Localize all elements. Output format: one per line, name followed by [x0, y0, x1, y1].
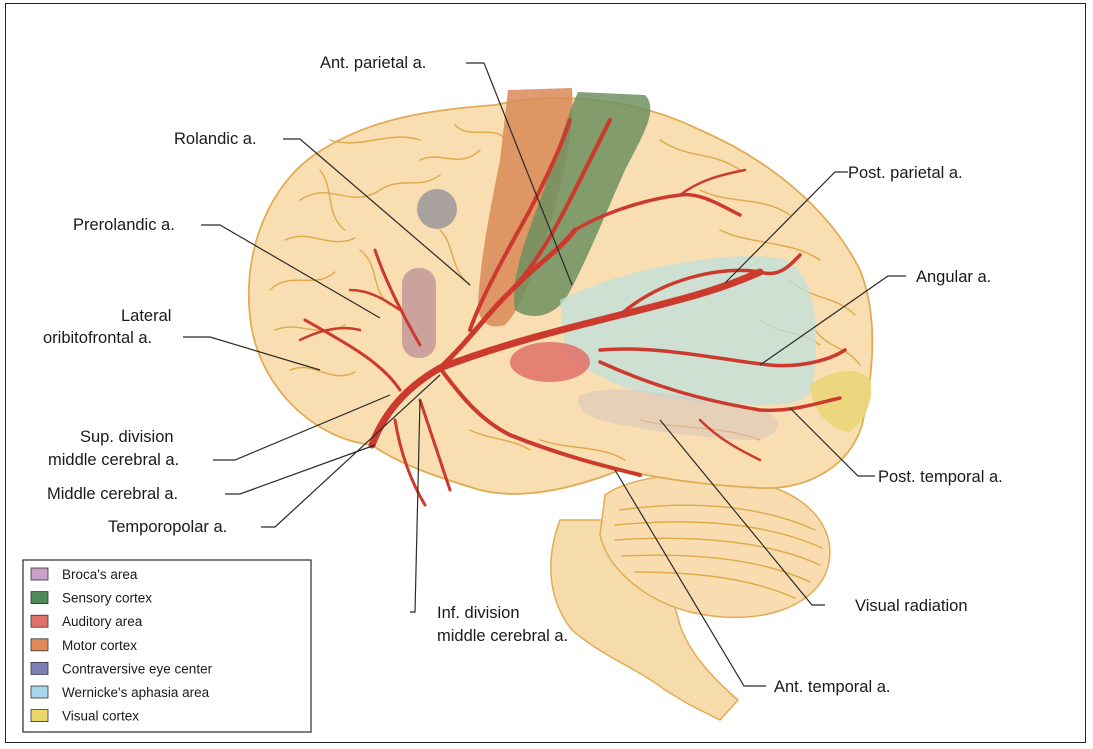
legend-swatch — [31, 615, 48, 627]
legend-label: Contraversive eye center — [62, 661, 213, 676]
label-rolandic: Rolandic a. — [174, 130, 257, 148]
label-post-parietal: Post. parietal a. — [848, 164, 963, 182]
legend-label: Broca's area — [62, 567, 138, 582]
label-sup-division-1: Sup. division — [80, 428, 174, 446]
label-sup-division-2: middle cerebral a. — [48, 451, 179, 469]
legend-label: Auditory area — [62, 614, 143, 629]
eye-center-region — [417, 189, 457, 229]
label-prerolandic: Prerolandic a. — [73, 216, 175, 234]
legend-swatch — [31, 710, 48, 722]
label-lateral-orbitofrontal-1: Lateral — [121, 307, 171, 325]
legend-swatch — [31, 592, 48, 604]
auditory-region — [510, 342, 590, 382]
label-visual-radiation: Visual radiation — [855, 597, 968, 615]
label-ant-parietal: Ant. parietal a. — [320, 54, 426, 72]
legend-swatch — [31, 662, 48, 674]
label-angular: Angular a. — [916, 268, 991, 286]
legend-swatch — [31, 568, 48, 580]
label-inf-division-1: Inf. division — [437, 604, 520, 622]
label-inf-division-2: middle cerebral a. — [437, 627, 568, 645]
label-middle-cerebral: Middle cerebral a. — [47, 485, 178, 503]
label-temporopolar: Temporopolar a. — [108, 518, 227, 536]
legend-label: Sensory cortex — [62, 591, 152, 606]
label-lateral-orbitofrontal-2: oribitofrontal a. — [43, 329, 152, 347]
label-ant-temporal: Ant. temporal a. — [774, 678, 890, 696]
legend-label: Motor cortex — [62, 638, 137, 653]
legend-label: Wernicke's aphasia area — [62, 685, 210, 700]
legend-swatch — [31, 639, 48, 651]
legend-swatch — [31, 686, 48, 698]
label-post-temporal: Post. temporal a. — [878, 468, 1003, 486]
legend-label: Visual cortex — [62, 709, 139, 724]
